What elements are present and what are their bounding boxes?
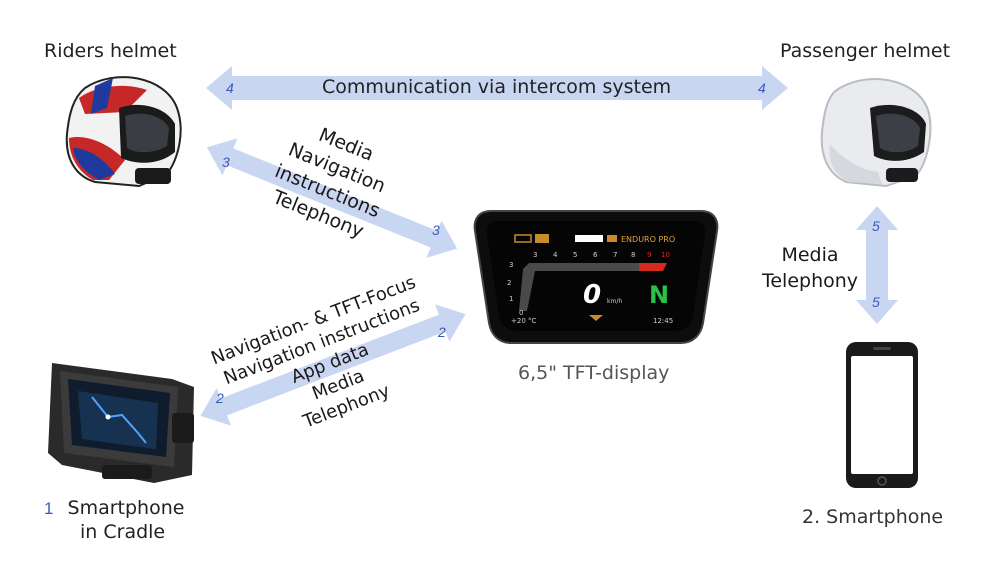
- smartphone-cradle-label-line2: in Cradle: [80, 521, 166, 543]
- smartphone-cradle-number: 1: [44, 499, 54, 518]
- intercom-number-right: 4: [758, 80, 766, 96]
- cradle-tft-number-b: 2: [216, 390, 224, 406]
- intercom-text: Communication via intercom system: [322, 76, 672, 98]
- smartphone-cradle-icon: [48, 363, 194, 483]
- rpm-left-tick: 0: [519, 309, 523, 317]
- helmet-tft-number-b: 3: [432, 222, 440, 238]
- smartphone-label: 2. Smartphone: [802, 506, 944, 528]
- rpm-tick: 6: [593, 251, 598, 259]
- smartphone-icon: [846, 342, 918, 488]
- smartphone-cradle-label: 1 Smartphone: [44, 497, 184, 520]
- smartphone-cradle-line1: Smartphone: [67, 497, 185, 519]
- rpm-tick: 8: [631, 251, 635, 259]
- tft-display: ENDURO PRO 3 4 5 6 7 8 9 10 3 2 1 0 0 km…: [473, 210, 719, 344]
- rpm-tick: 9: [647, 251, 651, 259]
- tft-speed: 0: [583, 280, 601, 310]
- riders-helmet-icon: [65, 76, 182, 188]
- helmet-tft-number-a: 3: [222, 154, 230, 170]
- rpm-left-tick: 1: [509, 295, 513, 303]
- rpm-left-tick: 3: [509, 261, 513, 269]
- riders-helmet-label: Riders helmet: [44, 40, 177, 62]
- phone-helmet-number-b: 5: [872, 294, 880, 310]
- phone-helmet-line: Media: [781, 244, 839, 266]
- rpm-tick: 5: [573, 251, 577, 259]
- rpm-tick: 7: [613, 251, 617, 259]
- rpm-left-tick: 2: [507, 279, 511, 287]
- phone-helmet-text: Media Telephony: [760, 242, 860, 294]
- tft-speed-unit: km/h: [607, 298, 622, 305]
- tft-mode-text: ENDURO PRO: [621, 235, 675, 244]
- intercom-number-left: 4: [226, 80, 234, 96]
- helmet-tft-arrow: [206, 138, 458, 258]
- cradle-tft-number-a: 2: [438, 324, 446, 340]
- phone-helmet-line: Telephony: [761, 270, 859, 292]
- intercom-arrow: [206, 66, 788, 110]
- rpm-tick: 10: [661, 251, 670, 259]
- tft-rpm-ticks: 3 4 5 6 7 8 9 10: [533, 251, 670, 259]
- rpm-tick: 3: [533, 251, 537, 259]
- rpm-tick: 4: [553, 251, 558, 259]
- tft-display-label: 6,5" TFT-display: [518, 362, 670, 384]
- passenger-helmet-icon: [820, 78, 932, 188]
- tft-clock: 12:45: [653, 317, 673, 325]
- phone-helmet-arrow: [856, 206, 898, 324]
- passenger-helmet-label: Passenger helmet: [780, 40, 951, 62]
- cradle-tft-arrow: [200, 304, 466, 426]
- phone-helmet-number-a: 5: [872, 218, 880, 234]
- tft-gear: N: [649, 281, 669, 309]
- tft-temp: +20 °C: [511, 317, 536, 325]
